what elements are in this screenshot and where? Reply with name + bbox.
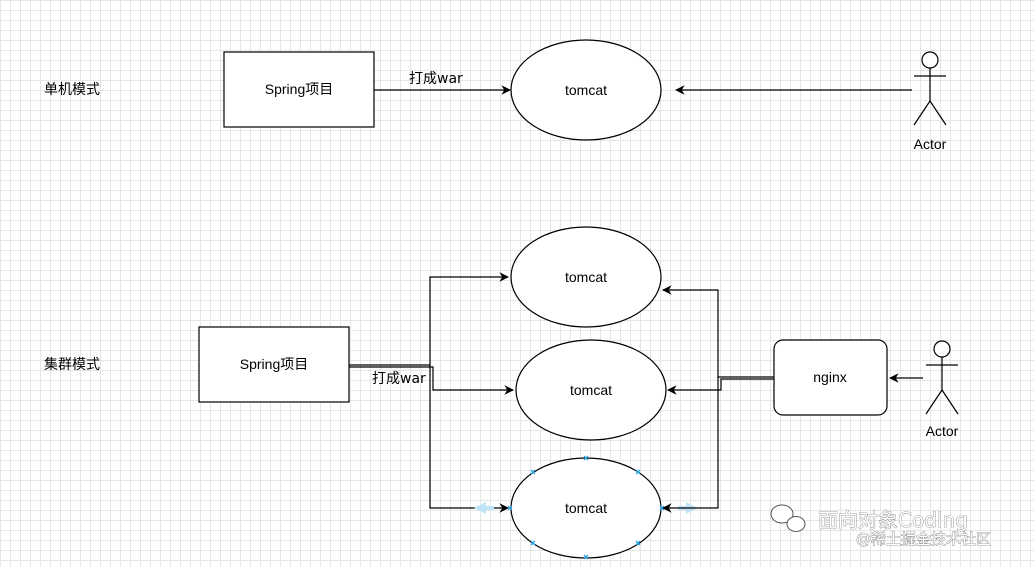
cluster-tomcat-1[interactable]: tomcat	[510, 226, 662, 328]
single-tomcat-node[interactable]: tomcat	[510, 39, 662, 141]
cluster-tomcat-2[interactable]: tomcat	[515, 339, 667, 441]
cluster-actor-label: Actor	[926, 423, 959, 439]
cluster-tomcat-1-label: tomcat	[565, 269, 607, 285]
deploy-edge-tomcat-2	[349, 366, 514, 395]
cluster-mode-label: 集群模式	[44, 356, 100, 373]
single-spring-label: Spring项目	[265, 81, 333, 97]
deploy-edge-tomcat-1	[349, 272, 509, 366]
watermark-line2: @稀土掘金技术社区	[856, 530, 991, 548]
nginx-label: nginx	[813, 369, 846, 385]
nginx-node[interactable]: nginx	[773, 339, 888, 416]
nginx-routing-edges	[662, 285, 774, 513]
wechat-icon	[770, 504, 806, 532]
single-actor-icon[interactable]	[913, 51, 947, 126]
cluster-spring-box[interactable]: Spring项目	[198, 326, 350, 403]
single-tomcat-label: tomcat	[565, 82, 607, 98]
route-edge-tomcat-1	[662, 285, 774, 378]
single-actor-label: Actor	[914, 136, 947, 152]
cluster-actor-icon[interactable]	[925, 340, 959, 415]
watermark: 面向对象Coding @稀土掘金技术社区	[770, 504, 991, 548]
cluster-tomcat-3[interactable]: tomcat	[510, 457, 662, 559]
watermark-line1: 面向对象Coding	[818, 508, 968, 532]
single-mode-label: 单机模式	[44, 82, 100, 98]
deploy-edge-tomcat-3	[429, 365, 509, 513]
cluster-tomcat-3-label: tomcat	[565, 500, 607, 516]
route-edge-tomcat-2	[667, 378, 774, 395]
route-edge-tomcat-3	[662, 377, 719, 513]
cluster-edge-label: 打成war	[372, 370, 426, 387]
single-edge-label: 打成war	[409, 70, 463, 87]
single-spring-box[interactable]: Spring项目	[223, 51, 375, 128]
cluster-tomcat-2-label: tomcat	[570, 382, 612, 398]
selection-handles	[507, 455, 665, 560]
cluster-deploy-edges	[349, 272, 514, 513]
cluster-spring-label: Spring项目	[240, 356, 308, 372]
